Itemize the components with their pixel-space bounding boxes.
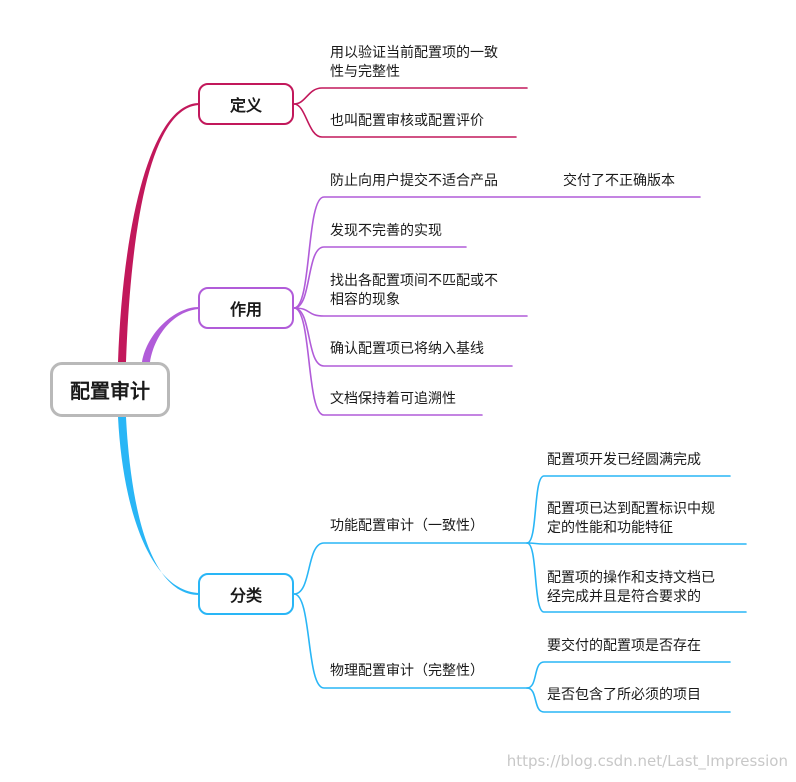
purpose-item-2: 发现不完善的实现 [330,222,442,241]
line-functional-1 [526,475,731,544]
line-purpose-1 [293,196,701,309]
purpose-item-3-line2: 相容的现象 [330,292,400,308]
physical-item-2-line1: 是否包含了所必须的项目 [547,687,701,703]
physical-audit: 物理配置审计（完整性） [330,662,484,681]
trunk-definition [118,102,200,362]
line-definition-2 [293,103,517,138]
watermark: https://blog.csdn.net/Last_Impression [506,752,788,770]
line-physical-2 [526,687,731,713]
branch-purpose: 作用 [198,287,294,329]
line-functional-audit [293,542,528,595]
functional-audit: 功能配置审计（一致性） [330,517,484,536]
line-physical-audit [293,593,528,689]
line-functional-3 [526,542,747,613]
purpose-item-5-line1: 文档保持着可追溯性 [330,391,456,407]
physical-audit-label: 物理配置审计（完整性） [330,663,484,679]
functional-item-1: 配置项开发已经圆满完成 [547,451,701,470]
functional-item-1-line1: 配置项开发已经圆满完成 [547,452,701,468]
line-definition-1 [293,87,528,105]
branch-classification: 分类 [198,573,294,615]
physical-item-1-line1: 要交付的配置项是否存在 [547,638,701,654]
branch-definition: 定义 [198,83,294,125]
line-purpose-4 [293,307,513,367]
purpose-item-2-line1: 发现不完善的实现 [330,223,442,239]
functional-item-2: 配置项已达到配置标识中规 定的性能和功能特征 [547,500,715,538]
functional-audit-label: 功能配置审计（一致性） [330,518,484,534]
root-node: 配置审计 [50,362,170,417]
definition-item-1: 用以验证当前配置项的一致 性与完整性 [330,44,498,82]
trunk-purpose [142,306,200,362]
purpose-item-4: 确认配置项已将纳入基线 [330,340,484,359]
purpose-item-5: 文档保持着可追溯性 [330,390,456,409]
purpose-item-1-child: 交付了不正确版本 [563,172,675,191]
purpose-item-1-child-label: 交付了不正确版本 [563,173,675,189]
line-purpose-2 [293,246,467,309]
functional-item-2-line2: 定的性能和功能特征 [547,520,673,536]
definition-item-2-line1: 也叫配置审核或配置评价 [330,113,484,129]
functional-item-3-line1: 配置项的操作和支持文档已 [547,570,715,586]
functional-item-2-line1: 配置项已达到配置标识中规 [547,501,715,517]
purpose-item-3: 找出各配置项间不匹配或不 相容的现象 [330,272,498,310]
definition-item-2: 也叫配置审核或配置评价 [330,112,484,131]
functional-item-3: 配置项的操作和支持文档已 经完成并且是符合要求的 [547,569,715,607]
line-functional-2 [526,542,747,545]
line-purpose-5 [293,307,483,416]
trunk-classification [118,417,200,596]
functional-item-3-line2: 经完成并且是符合要求的 [547,589,701,605]
purpose-item-1: 防止向用户提交不适合产品 [330,172,498,191]
physical-item-1: 要交付的配置项是否存在 [547,637,701,656]
purpose-item-4-line1: 确认配置项已将纳入基线 [330,341,484,357]
purpose-item-1-line1: 防止向用户提交不适合产品 [330,173,498,189]
line-physical-1 [526,661,731,689]
physical-item-2: 是否包含了所必须的项目 [547,686,701,705]
purpose-item-3-line1: 找出各配置项间不匹配或不 [330,273,498,289]
line-purpose-3 [293,307,528,317]
definition-item-1-line1: 用以验证当前配置项的一致 [330,45,498,61]
definition-item-1-line2: 性与完整性 [330,64,400,80]
